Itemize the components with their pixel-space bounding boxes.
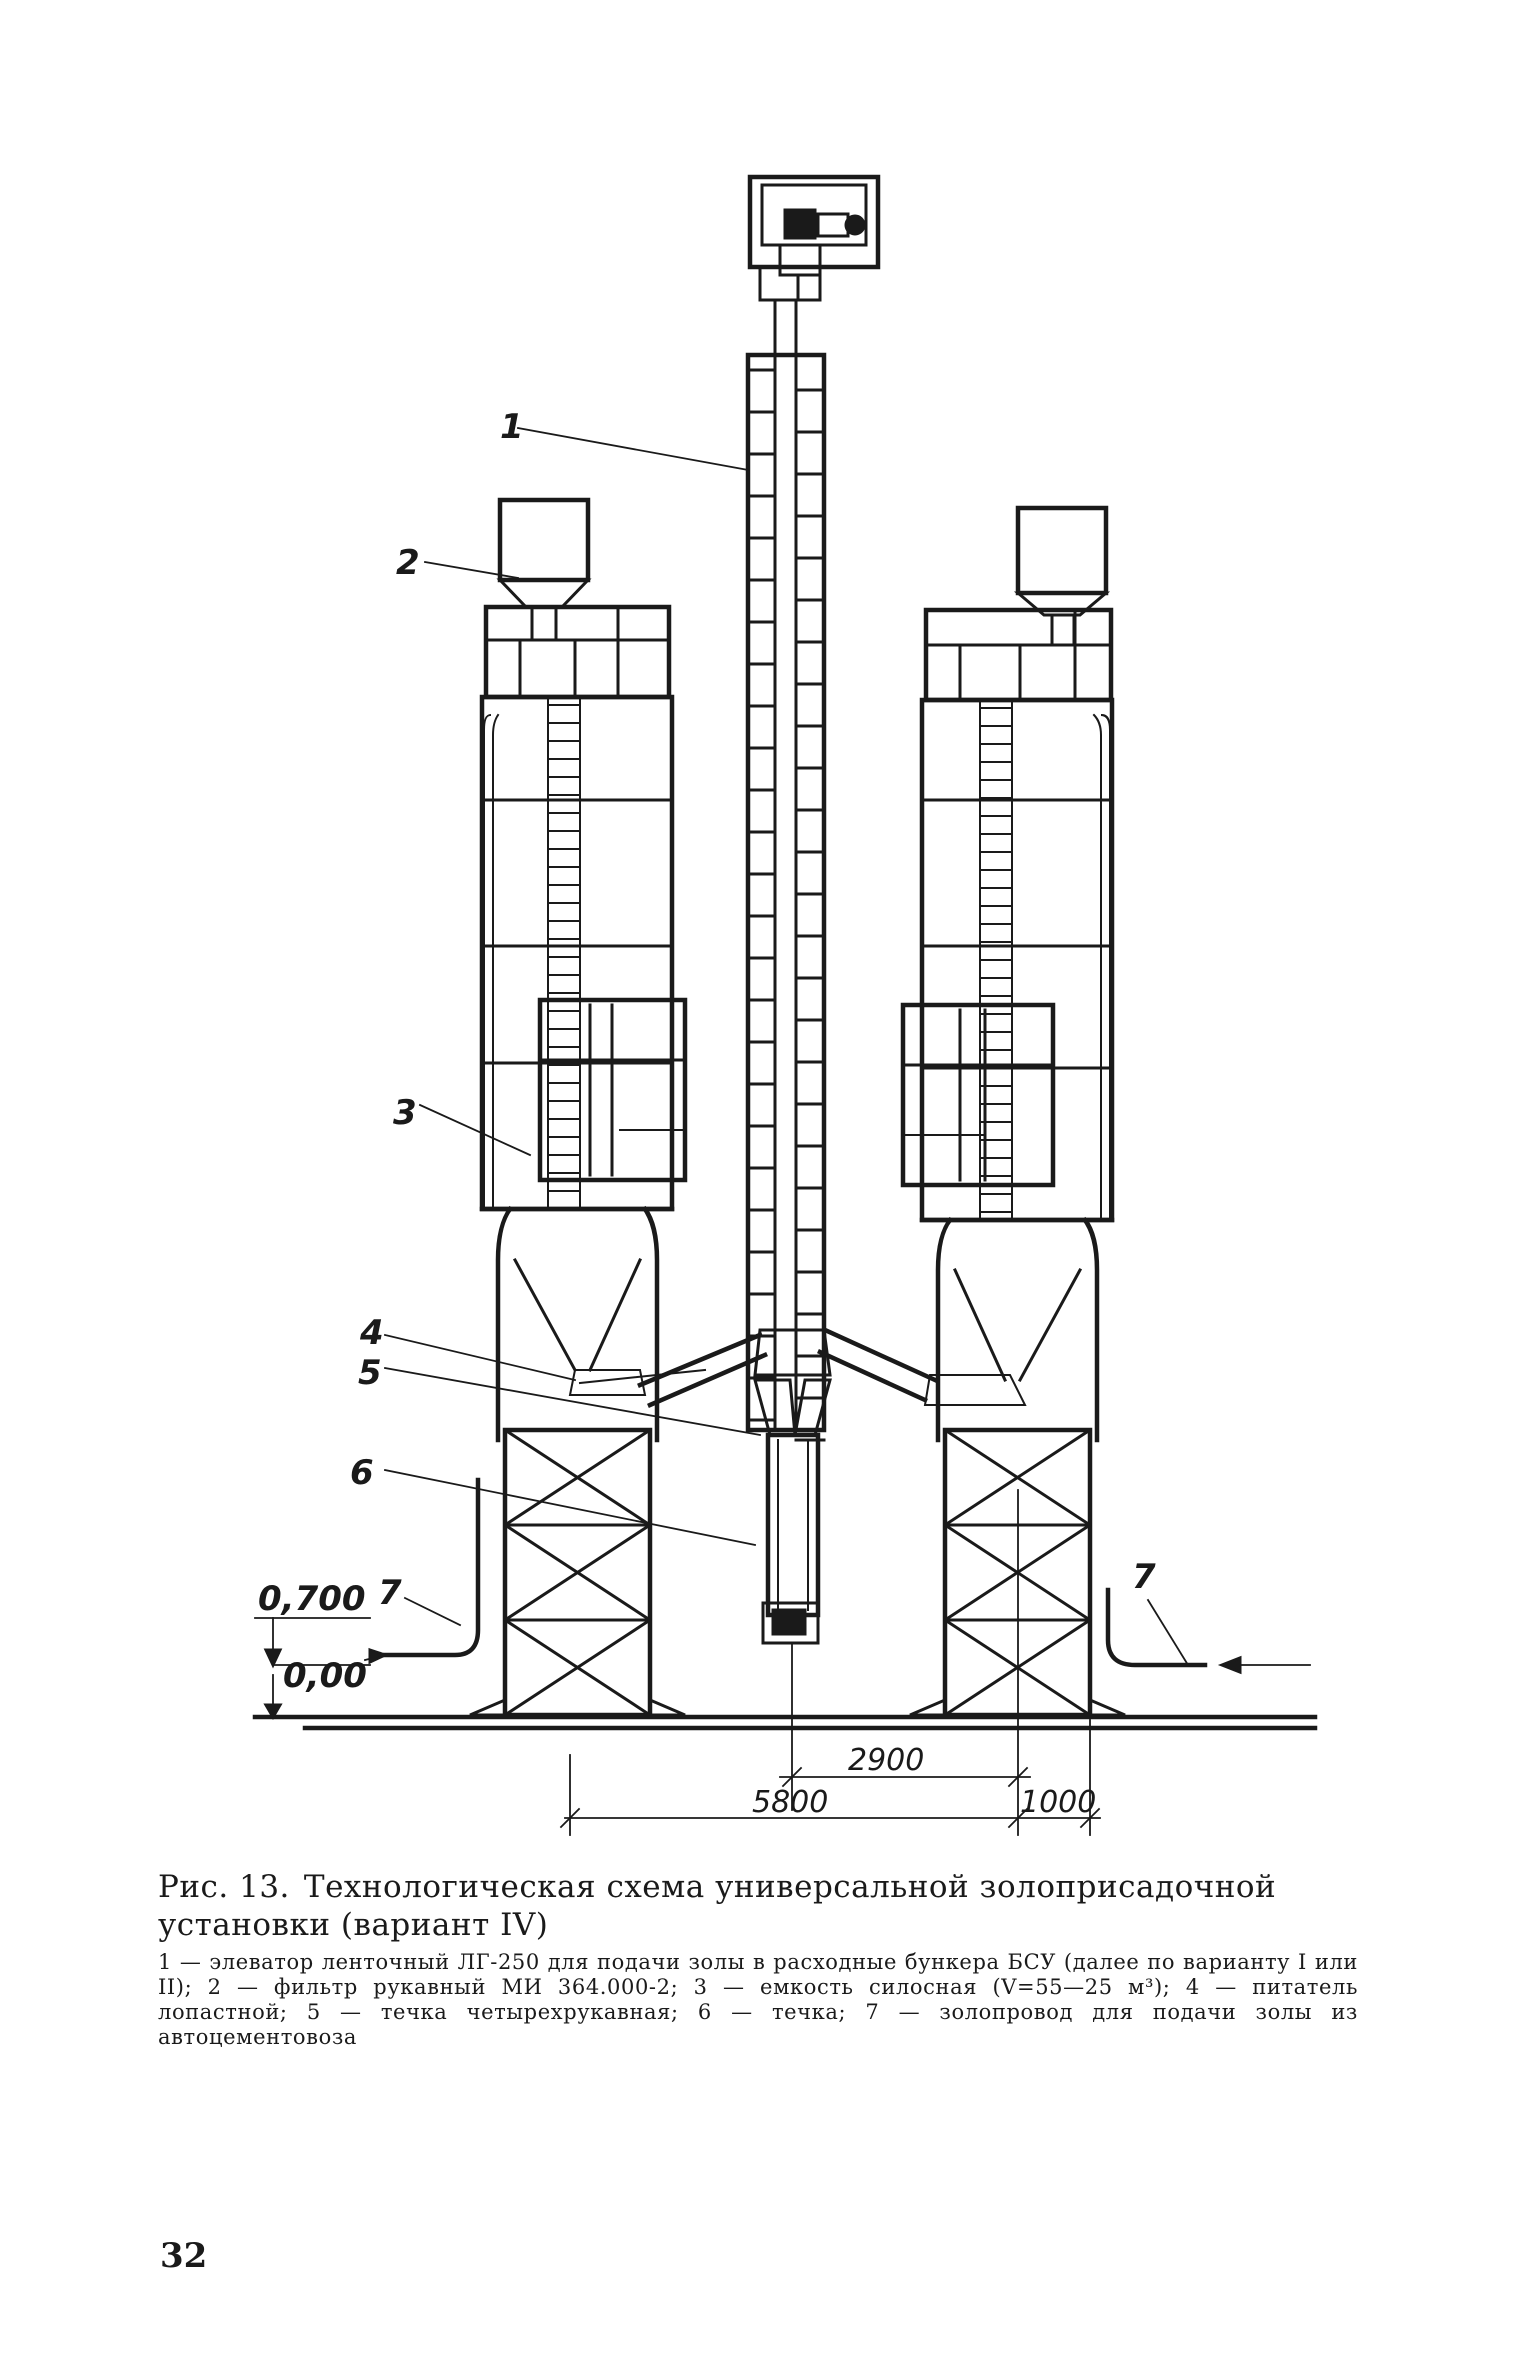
technical-drawing: 1 2 3 4 5 6 7 7 0,700 0,00 2900 5800 100… bbox=[252, 174, 1318, 1836]
page-number: 32 bbox=[160, 2236, 208, 2276]
ground-line bbox=[252, 1714, 1318, 1731]
dim-2900: 2900 bbox=[848, 1743, 924, 1778]
level-marks bbox=[254, 1617, 1311, 1720]
dimension-lines bbox=[559, 1489, 1101, 1836]
caption-legend: 1 — элеватор ленточный ЛГ-250 для подачи… bbox=[158, 1950, 1358, 2049]
label-4: 4 bbox=[359, 1313, 384, 1353]
dim-1000: 1000 bbox=[1020, 1785, 1096, 1820]
label-1: 1 bbox=[500, 407, 524, 447]
label-6: 6 bbox=[350, 1453, 374, 1493]
figure-caption: Рис. 13.Технологическая схема универсаль… bbox=[158, 1868, 1358, 2050]
level-top: 0,700 bbox=[258, 1579, 366, 1619]
figure-label: Рис. 13. bbox=[158, 1869, 290, 1905]
level-ground: 0,00 bbox=[283, 1656, 367, 1696]
leader-lines bbox=[383, 426, 1190, 1667]
caption-title-text: Технологическая схема универсальной золо… bbox=[158, 1869, 1277, 1943]
dim-5800: 5800 bbox=[752, 1785, 828, 1820]
label-7-left: 7 bbox=[378, 1573, 402, 1613]
silo-left bbox=[382, 497, 707, 1718]
silo-right bbox=[900, 505, 1208, 1718]
caption-title: Рис. 13.Технологическая схема универсаль… bbox=[158, 1868, 1358, 1944]
label-5: 5 bbox=[358, 1353, 382, 1393]
label-2: 2 bbox=[396, 543, 420, 583]
label-7-right: 7 bbox=[1132, 1557, 1156, 1597]
label-3: 3 bbox=[393, 1093, 417, 1133]
chute-assembly bbox=[637, 1327, 938, 1618]
